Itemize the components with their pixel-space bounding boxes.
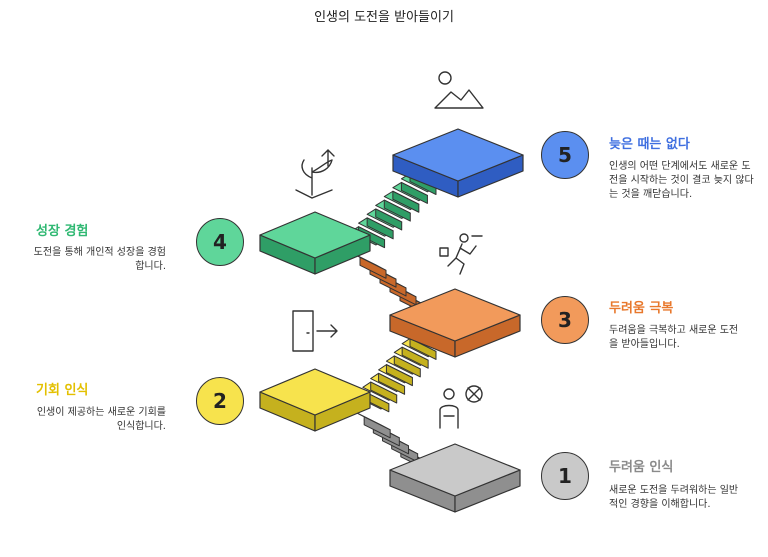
stairs-yellow-riser-1 xyxy=(370,381,398,404)
step-3-badge: 3 xyxy=(541,296,589,344)
step-3-number: 3 xyxy=(558,308,572,332)
person-running-icon xyxy=(439,233,483,275)
step-1-heading: 두려움 인식 xyxy=(609,460,674,475)
stairs-yellow-riser-6 xyxy=(409,337,437,360)
stairs-green-riser-5 xyxy=(400,181,428,204)
step-5-number: 5 xyxy=(558,143,572,167)
diagram-title: 인생의 도전을 받아들이기 xyxy=(314,10,454,25)
step-1-badge: 1 xyxy=(541,452,589,500)
door-exit-icon xyxy=(292,310,338,352)
step-1-body: 새로운 도전을 두려워하는 일반적인 경향을 이해합니다. xyxy=(609,485,739,510)
step-4-heading: 성장 경험 xyxy=(36,224,89,239)
step-5-badge: 5 xyxy=(541,131,589,179)
step-1-number: 1 xyxy=(558,464,572,488)
step-2-heading: 기회 인식 xyxy=(36,383,89,398)
step-2-body: 인생이 제공하는 새로운 기회를 인식합니다. xyxy=(36,407,166,432)
stairs-orange-riser-0 xyxy=(359,256,387,279)
step-3-heading: 두려움 극복 xyxy=(609,301,674,316)
stairs-yellow-riser-4 xyxy=(393,355,421,378)
step-5-heading: 늦은 때는 없다 xyxy=(609,137,690,152)
stairs-green-riser-1 xyxy=(366,217,394,240)
step-2-badge: 2 xyxy=(196,377,244,425)
stairs-green-riser-3 xyxy=(383,199,411,222)
step-2-number: 2 xyxy=(213,389,227,413)
stairs-gray-riser-0 xyxy=(363,416,391,439)
platform-3-top xyxy=(389,288,521,342)
step-4-number: 4 xyxy=(213,230,227,254)
step-5-body: 인생의 어떤 단계에서도 새로운 도전을 시작하는 것이 결코 늦지 않다는 것… xyxy=(609,161,754,200)
platform-2-top xyxy=(259,368,371,416)
step-4-body: 도전을 통해 개인적 성장을 경험합니다. xyxy=(33,247,166,272)
stairs-yellow-riser-2 xyxy=(378,372,406,395)
plant-growth-icon xyxy=(295,149,335,199)
platform-1-top xyxy=(389,443,521,497)
step-3-body: 두려움을 극복하고 새로운 도전을 받아들입니다. xyxy=(609,325,739,350)
stairs-green-riser-2 xyxy=(375,208,403,231)
mountain-icon xyxy=(434,71,484,109)
platform-4-top xyxy=(259,211,371,259)
stairs-green-riser-4 xyxy=(392,190,420,213)
step-4-badge: 4 xyxy=(196,218,244,266)
platform-5-top xyxy=(392,128,524,182)
stairs-yellow-riser-5 xyxy=(401,346,429,369)
stairs-yellow-riser-3 xyxy=(385,364,413,387)
person-fear-icon xyxy=(439,385,483,429)
